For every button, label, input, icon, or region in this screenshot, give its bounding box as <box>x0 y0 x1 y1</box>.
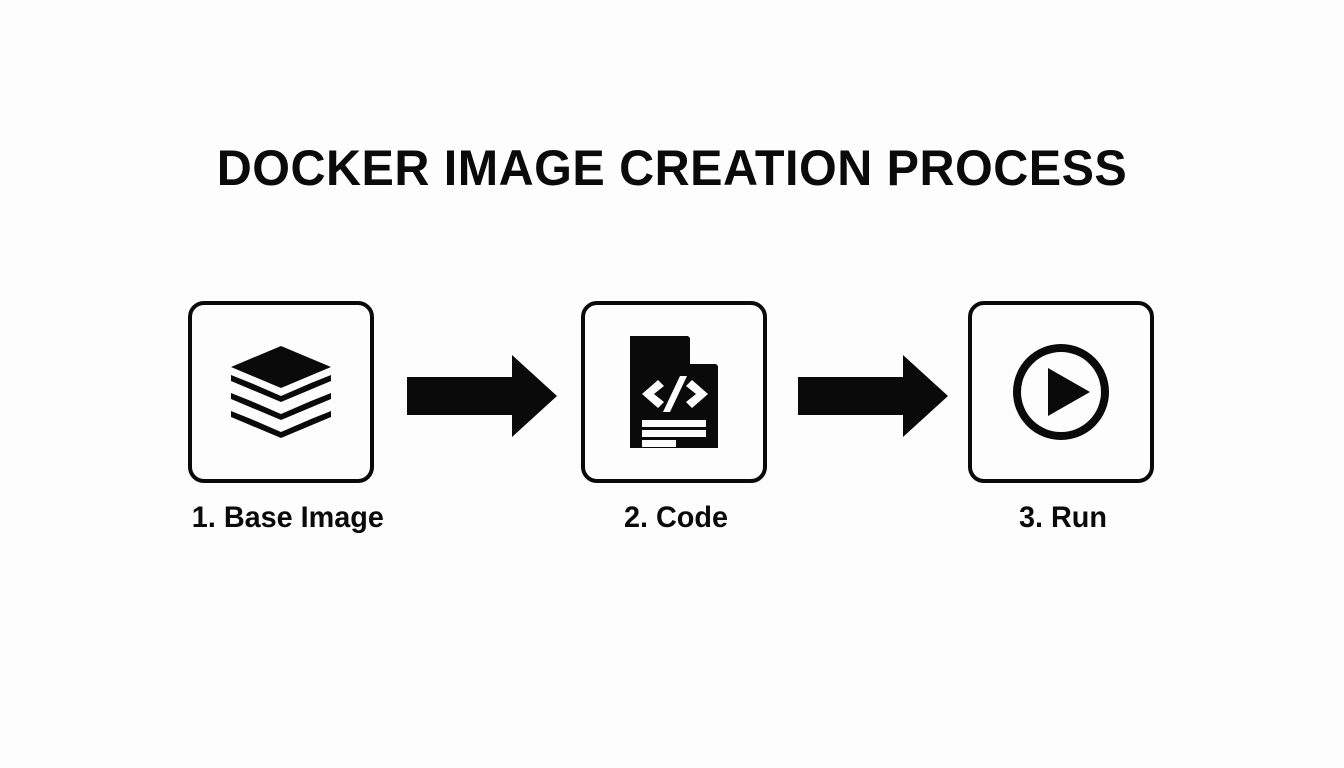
step-label: 1. Base Image <box>191 501 384 534</box>
step-icon-box[interactable] <box>581 301 767 483</box>
arrow-right-icon-1 <box>407 355 557 437</box>
process-step-base-image[interactable]: 1. Base Image <box>188 301 384 535</box>
code-file-icon <box>630 336 718 448</box>
arrow-right-icon-2 <box>798 355 948 437</box>
step-icon-box[interactable] <box>968 301 1154 483</box>
process-step-run[interactable]: 3. Run <box>968 301 1158 535</box>
play-circle-icon <box>1010 341 1112 443</box>
process-step-code[interactable]: 2. Code <box>581 301 771 535</box>
process-flow: 1. Base Image <box>188 301 1158 551</box>
step-label: 3. Run <box>1018 501 1107 534</box>
step-icon-box[interactable] <box>188 301 374 483</box>
page-title: DOCKER IMAGE CREATION PROCESS <box>216 140 1128 196</box>
layers-icon <box>229 344 333 440</box>
step-label: 2. Code <box>623 501 729 534</box>
